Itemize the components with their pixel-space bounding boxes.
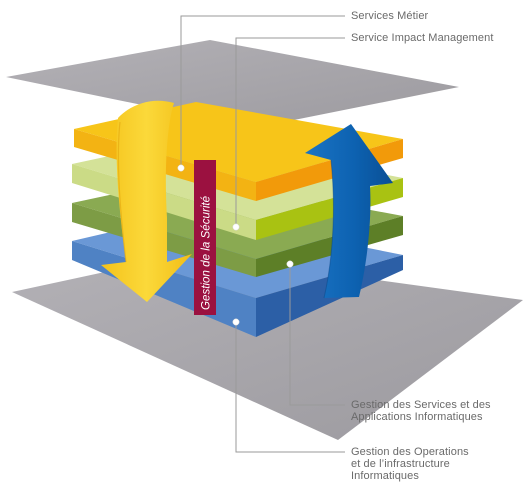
dot-services-metier bbox=[177, 164, 185, 172]
yellow-down-arrow bbox=[101, 100, 192, 302]
dot-service-impact bbox=[232, 223, 240, 231]
blue-up-arrow bbox=[305, 124, 393, 298]
leader-lines bbox=[180, 15, 345, 453]
dot-operations-infrastructure bbox=[232, 318, 240, 326]
leader-services-applications bbox=[289, 264, 345, 406]
leader-services-metier bbox=[180, 15, 345, 168]
label-services-applications: Gestion des Services et des Applications… bbox=[351, 399, 491, 423]
leader-service-impact bbox=[235, 37, 345, 227]
security-band-label: Gestion de la Sécurité bbox=[200, 195, 213, 310]
label-service-impact-management: Service Impact Management bbox=[351, 32, 494, 44]
label-services-metier: Services Métier bbox=[351, 10, 429, 22]
leader-dots bbox=[177, 164, 294, 326]
label-operations-infrastructure: Gestion des Operations et de l’infrastru… bbox=[351, 446, 469, 482]
dot-services-applications bbox=[286, 260, 294, 268]
top-platform bbox=[6, 40, 459, 128]
leader-operations-infrastructure bbox=[235, 322, 345, 453]
bottom-platform bbox=[12, 254, 523, 440]
security-band bbox=[194, 160, 216, 315]
